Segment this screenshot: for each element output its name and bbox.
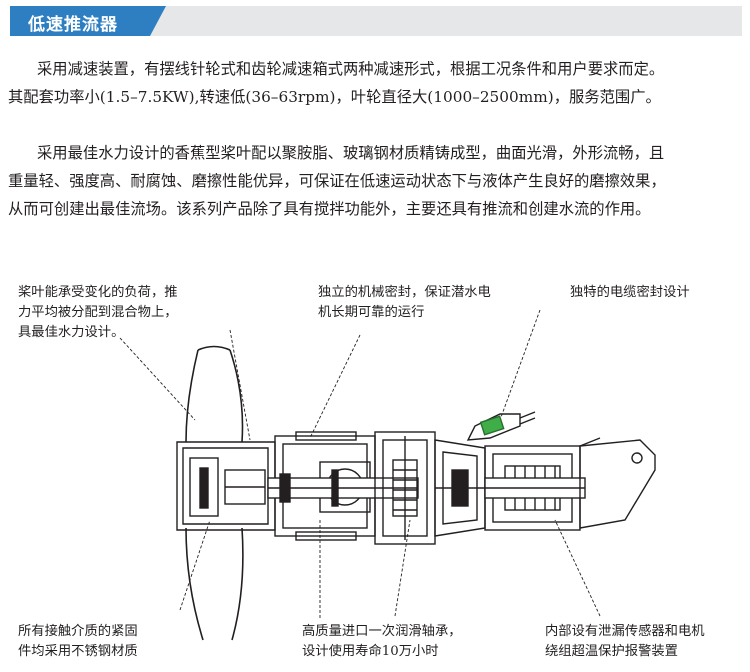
main-shaft: [267, 469, 419, 507]
callout-stainless-fasteners: 所有接触介质的紧固 件均采用不锈钢材质: [18, 624, 138, 659]
section-title: 低速推流器: [28, 15, 118, 35]
mounting-bracket: [579, 437, 656, 529]
mixer-cross-section-diagram: [119, 309, 656, 641]
motor: [484, 445, 586, 531]
propeller-blade-top: [185, 345, 244, 443]
callout-blade: 桨叶能承受变化的负荷，推 力平均被分配到混合物上， 具最佳水力设计。: [18, 285, 178, 340]
callout-bearing: 高质量进口一次润滑轴承， 设计使用寿命10万小时: [302, 624, 462, 659]
leader-lines: [119, 309, 601, 618]
paragraph-line: 重量轻、强度高、耐腐蚀、磨擦性能优异，可保证在低速运动状态下与液体产生良好的磨擦…: [8, 172, 666, 190]
paragraph-line: 其配套功率小(1.5–7.5KW),转速低(36–63rpm)，叶轮直径大(10…: [8, 88, 661, 106]
intro-paragraph: 采用减速装置，有摆线针轮式和齿轮减速箱式两种减速形式，根据工况条件和用户要求而定…: [0, 55, 742, 111]
callout-leak-sensor: 内部设有泄漏传感器和电机 绕组超温保护报警装置: [545, 624, 705, 659]
propeller-blade-bottom: [185, 527, 244, 641]
section-header-tab: [10, 6, 166, 36]
cable-gland: [466, 411, 536, 441]
propeller-hub: [176, 441, 276, 531]
design-paragraph: 采用最佳水力设计的香蕉型桨叶配以聚胺脂、玻璃钢材质精铸成型，曲面光滑，外形流畅，…: [0, 139, 742, 223]
paragraph-line: 采用最佳水力设计的香蕉型桨叶配以聚胺脂、玻璃钢材质精铸成型，曲面光滑，外形流畅，…: [37, 144, 665, 162]
bearing-seal-chamber: [434, 439, 486, 537]
callout-cable-seal: 独特的电缆密封设计: [570, 285, 690, 300]
callout-mechanical-seal: 独立的机械密封，保证潜水电 机长期可靠的运行: [318, 285, 491, 320]
paragraph-line: 从而可创建出最佳流场。该系列产品除了具有搅拌功能外，主要还具有推流和创建水流的作…: [8, 200, 651, 218]
paragraph-line: 采用减速装置，有摆线针轮式和齿轮减速箱式两种减速形式，根据工况条件和用户要求而定…: [37, 60, 665, 78]
